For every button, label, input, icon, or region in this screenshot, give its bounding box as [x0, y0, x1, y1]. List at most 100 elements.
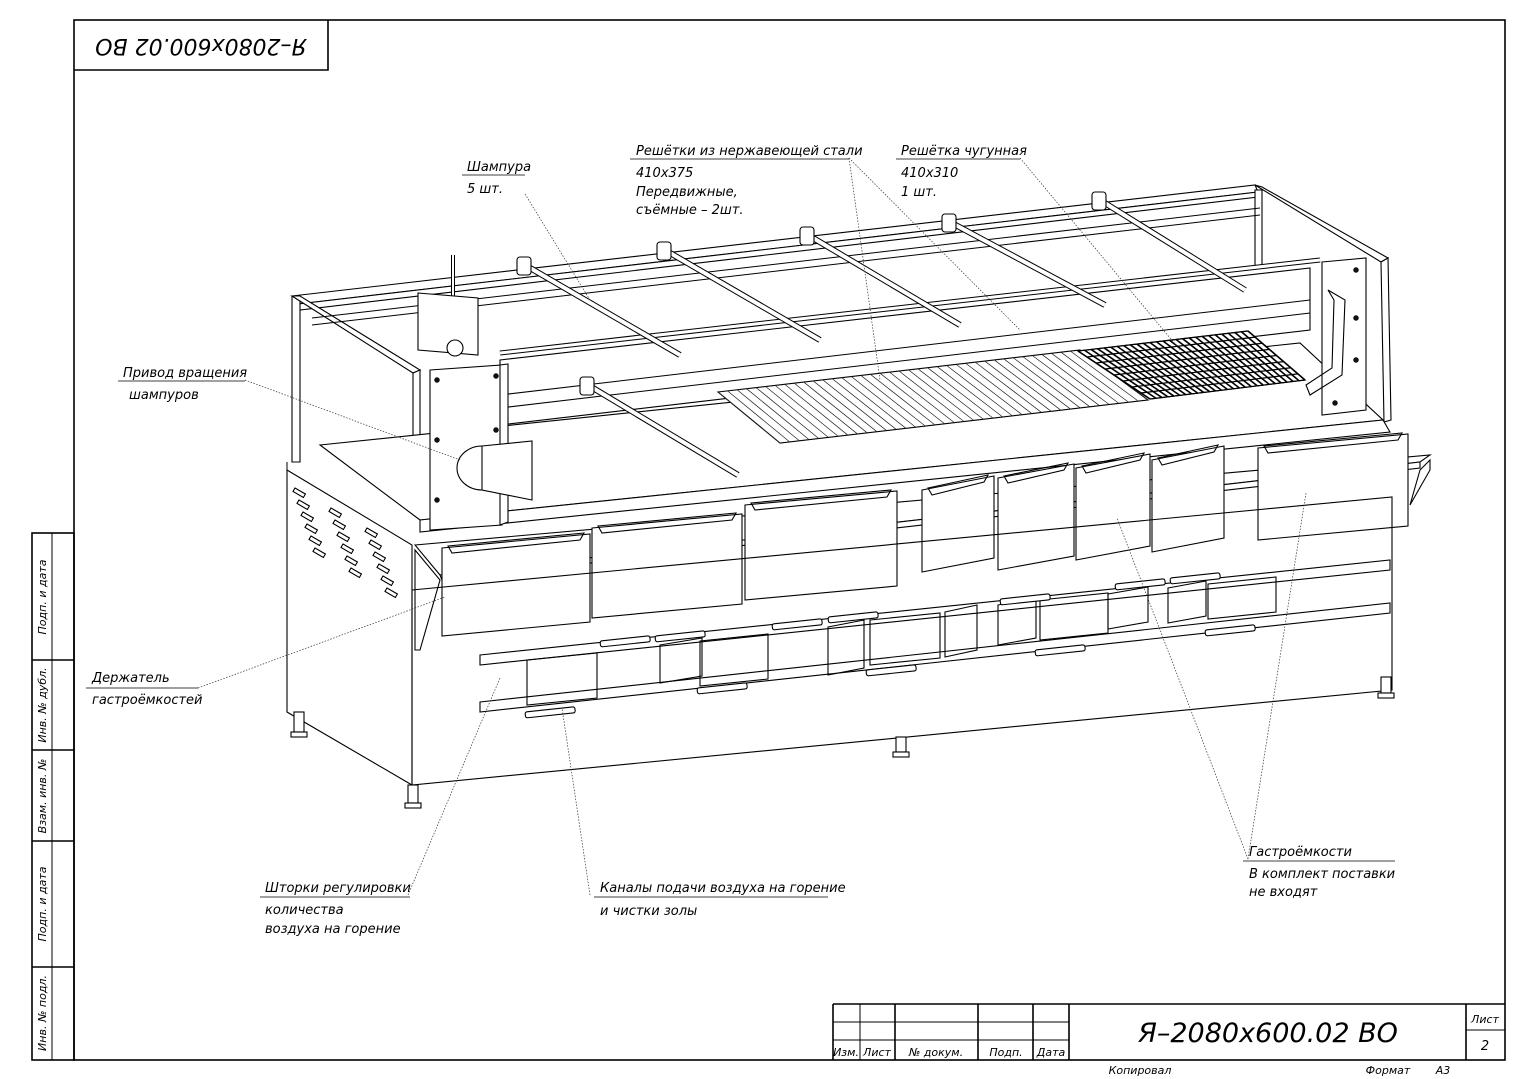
- gastro-pan-rim: [1081, 452, 1146, 474]
- gastro-pan: [1257, 433, 1409, 541]
- gastro-line2: В комплект поставки: [1249, 867, 1395, 882]
- skewer-handle: [1091, 191, 1107, 211]
- air-channel: [526, 652, 598, 706]
- col-sign: Подп.: [989, 1046, 1022, 1059]
- side-vent: [380, 575, 395, 587]
- gastro-title: Гастроёмкости: [1249, 845, 1352, 860]
- steel-grates-movable: Передвижные,: [636, 185, 738, 200]
- holder-title: Держатель: [91, 671, 170, 686]
- rotation-drive: [417, 255, 533, 531]
- gastro-pan: [1075, 453, 1151, 561]
- grate-bar: [936, 366, 1003, 418]
- skewer-core: [1098, 198, 1247, 292]
- col-date: Дата: [1036, 1046, 1066, 1059]
- grate-bar: [755, 387, 819, 439]
- skewer-core: [806, 233, 962, 327]
- grate-bar: [832, 378, 897, 430]
- grate-bar: [974, 361, 1042, 413]
- grate-bar: [841, 377, 907, 429]
- grate-bar: [1003, 358, 1071, 410]
- side-vent: [304, 523, 319, 535]
- grate-bar: [803, 381, 868, 434]
- upper-frame: [290, 184, 1392, 501]
- gastro-pan: [744, 490, 898, 601]
- air-channel: [1207, 576, 1277, 620]
- steel-grates-title: Решётки из нержавеющей стали: [636, 144, 863, 159]
- side-vent: [340, 543, 355, 555]
- holder-subtitle: гастроёмкостей: [92, 693, 203, 708]
- air-shutter: [865, 664, 917, 677]
- gastro-pan: [441, 533, 591, 637]
- stamp-cell-1: Подп. и дата: [36, 559, 49, 634]
- side-vent: [376, 563, 391, 575]
- grate-bar: [965, 362, 1033, 414]
- grate-bar: [1060, 351, 1129, 403]
- air-channel: [699, 633, 769, 687]
- skewer-handle: [516, 256, 532, 276]
- air-channel: [1039, 592, 1109, 641]
- grate-bar: [1051, 353, 1120, 404]
- grate-bar: [927, 367, 994, 419]
- cast-grate-count: 1 шт.: [901, 185, 937, 200]
- side-vent: [292, 487, 307, 499]
- callout-channels: Каналы подачи воздуха на горение и чистк…: [594, 881, 846, 919]
- callout-cast-grate: Решётка чугунная 410х310 1 шт.: [896, 144, 1027, 200]
- steel-grates-count: съёмные – 2шт.: [636, 203, 744, 218]
- air-shutter: [599, 635, 651, 648]
- copied-label: Копировал: [1109, 1064, 1172, 1077]
- cast-grate-rib: [1131, 367, 1291, 388]
- col-izm: Изм.: [833, 1046, 859, 1059]
- upper-rail: [479, 559, 1391, 666]
- grate-bar: [784, 383, 849, 436]
- air-channel: [869, 612, 941, 666]
- side-vent: [372, 551, 387, 563]
- grate-bar: [822, 379, 887, 431]
- grate-bar: [860, 375, 926, 427]
- gastro-pan: [1151, 445, 1225, 553]
- grate-bar: [727, 390, 790, 443]
- drive-subtitle: шампуров: [129, 388, 199, 403]
- cast-grate-rib: [1113, 354, 1277, 376]
- gastro-pan: [921, 475, 995, 573]
- gastronorm-shelf: [413, 432, 1433, 651]
- side-vent: [336, 531, 351, 543]
- cast-grate-rib: [1077, 330, 1249, 352]
- side-vent: [296, 499, 311, 511]
- grate-bar: [955, 364, 1023, 415]
- callout-gastro: Гастроёмкости В комплект поставки не вхо…: [1243, 845, 1395, 900]
- air-shutter: [827, 611, 879, 624]
- air-shutter: [696, 682, 748, 695]
- side-vent: [332, 519, 347, 531]
- skewer-handle: [579, 376, 595, 396]
- drawing-code: Я–2080х600.02 ВО: [1137, 1018, 1398, 1049]
- grate-bar: [813, 380, 878, 432]
- lower-body: [286, 462, 1393, 786]
- shutters-line3: воздуха на горение: [265, 922, 401, 937]
- grate-bar: [717, 391, 781, 444]
- grate-bar: [1022, 356, 1091, 408]
- grate-bar: [851, 376, 916, 428]
- grate-bar: [946, 365, 1013, 417]
- skewer-core: [586, 383, 740, 477]
- air-channel: [1107, 586, 1149, 630]
- right-bracket: [1305, 257, 1367, 416]
- cast-grate-title: Решётка чугунная: [901, 144, 1027, 159]
- air-shutter: [999, 593, 1051, 606]
- grate-bar: [746, 388, 810, 440]
- feet: [290, 676, 1395, 809]
- side-vent: [348, 567, 363, 579]
- grate-bar: [898, 370, 965, 422]
- grate-bar: [917, 368, 984, 420]
- callout-shutters: Шторки регулировки количества воздуха на…: [260, 881, 411, 937]
- format-value: А3: [1435, 1064, 1451, 1077]
- air-channel: [944, 604, 978, 658]
- channels-line2: и чистки золы: [600, 904, 697, 919]
- side-stamp: Подп. и дата Инв. № дубл. Взам. инв. № П…: [31, 532, 75, 1061]
- side-vent: [384, 587, 399, 599]
- air-channel: [659, 637, 703, 684]
- side-vent: [308, 535, 323, 547]
- leader-lines: [197, 157, 1307, 896]
- shutters-title: Шторки регулировки: [265, 881, 411, 896]
- drive-title: Привод вращения: [123, 366, 247, 381]
- steel-grates-size: 410х375: [636, 166, 693, 181]
